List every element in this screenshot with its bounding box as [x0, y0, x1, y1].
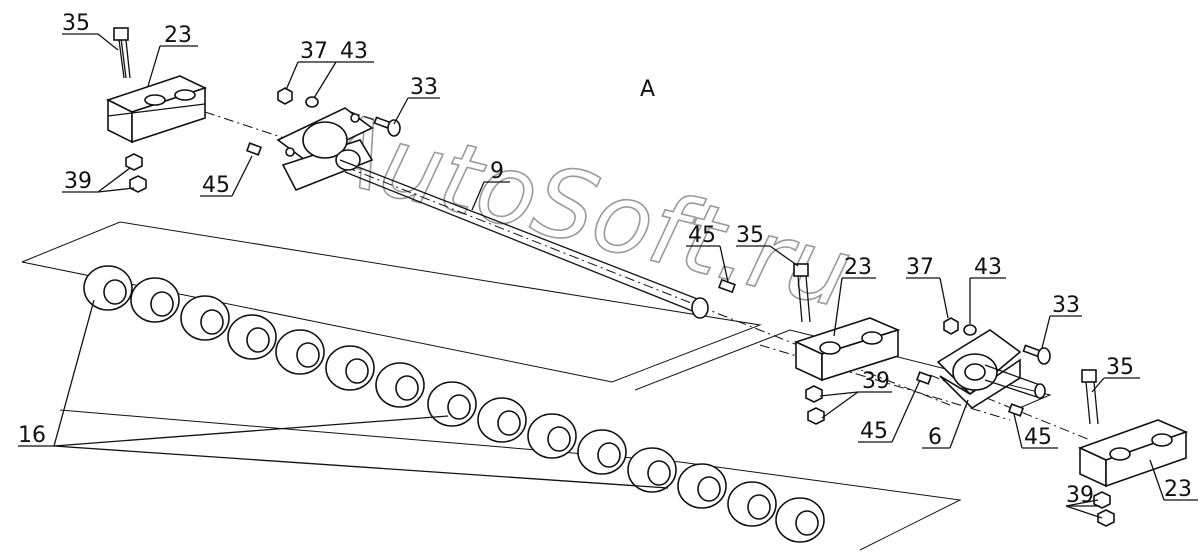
- label-33-right: 33: [1052, 293, 1080, 318]
- label-39-right: 39: [1066, 483, 1094, 508]
- shaft: [339, 159, 709, 319]
- leader-lines: [18, 33, 1198, 519]
- label-35-right: 35: [1106, 355, 1134, 380]
- label-45-lower-mid: 45: [860, 419, 888, 444]
- flange-with-stub-shaft: [936, 329, 1046, 410]
- label-39-upper-left: 39: [64, 169, 92, 194]
- label-37-upper: 37: [300, 39, 328, 64]
- bushing-group-outline: [21, 221, 1052, 551]
- clamp-block-left: [105, 27, 208, 144]
- clamp-block-mid: [793, 263, 901, 382]
- label-23-upper-left: 23: [164, 23, 192, 48]
- label-35-upper-left: 35: [62, 11, 90, 36]
- label-23-right: 23: [1164, 477, 1192, 502]
- hardware-upper: [245, 87, 401, 156]
- nuts-left: [125, 153, 147, 193]
- view-letter: A: [640, 77, 655, 102]
- key-mid: [718, 278, 736, 294]
- nuts-mid: [805, 385, 825, 425]
- bushings: [83, 265, 825, 543]
- part-labels: A 35 23 37 43 33 39 45 9 45 35 23 37 43 …: [18, 11, 1192, 508]
- label-43-upper: 43: [340, 39, 368, 64]
- label-43-right: 43: [974, 255, 1002, 280]
- nuts-right: [1093, 491, 1115, 527]
- label-45-mid: 45: [688, 223, 716, 248]
- label-37-right: 37: [906, 255, 934, 280]
- hardware-right: [915, 317, 1051, 417]
- label-6-flange: 6: [928, 425, 942, 450]
- label-33-upper: 33: [410, 75, 438, 100]
- clamp-block-right: [1077, 369, 1189, 488]
- label-39-mid: 39: [862, 369, 890, 394]
- label-23-mid: 23: [844, 255, 872, 280]
- flange-housing-upper: [276, 107, 374, 192]
- label-45-right: 45: [1024, 425, 1052, 450]
- label-16-bushings: 16: [18, 423, 46, 448]
- label-45-upper-left: 45: [202, 173, 230, 198]
- label-35-mid: 35: [736, 223, 764, 248]
- label-9-shaft: 9: [490, 159, 504, 184]
